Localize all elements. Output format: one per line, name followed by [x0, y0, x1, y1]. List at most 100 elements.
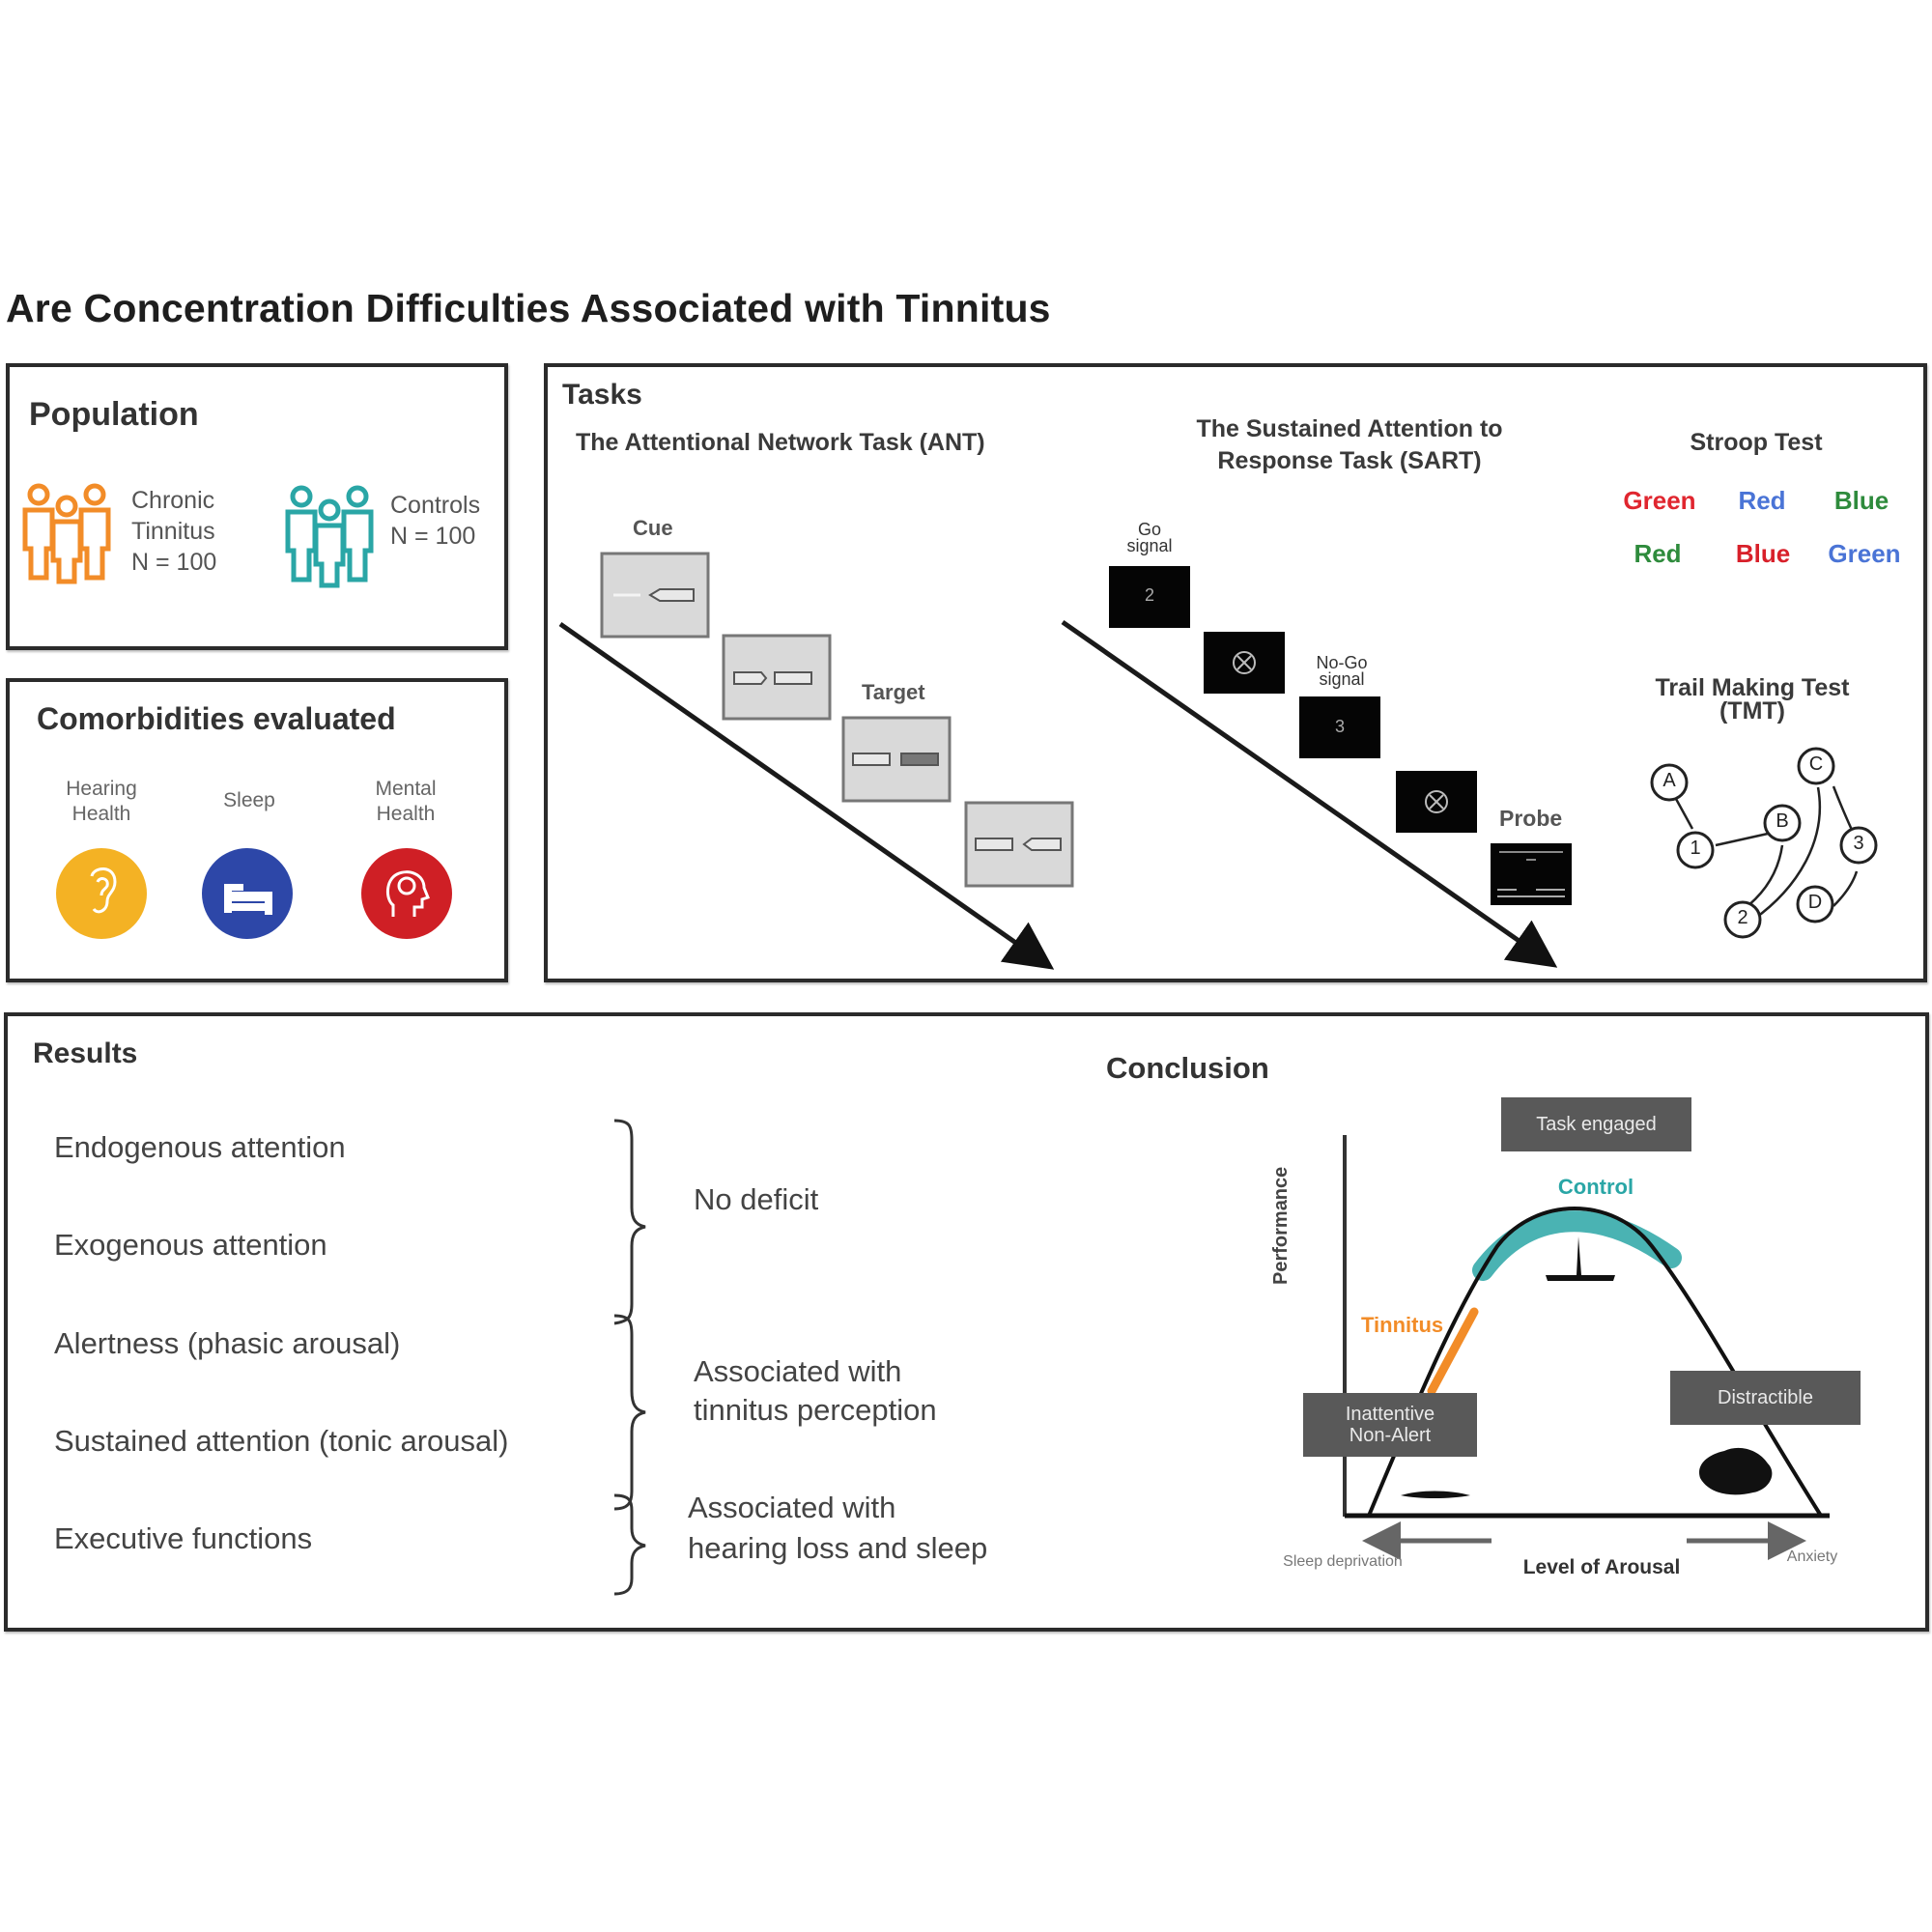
ant-screen-target [841, 716, 952, 803]
task-engaged-box: Task engaged [1501, 1097, 1691, 1151]
result-item: Sustained attention (tonic arousal) [54, 1424, 509, 1458]
sart-nogo-label: No-Go signal [1316, 653, 1368, 689]
result-group-line: Associated with [688, 1491, 896, 1524]
conclusion-heading: Conclusion [1106, 1051, 1269, 1085]
eeg-noise-icon [1699, 1447, 1773, 1495]
page-title: Are Concentration Difficulties Associate… [6, 286, 1051, 330]
people-group-icon [285, 485, 374, 588]
stroop-title: Stroop Test [1690, 429, 1823, 456]
tinnitus-segment [1427, 1307, 1479, 1396]
tmt-title-line1: Trail Making Test [1655, 674, 1850, 701]
stroop-word: Blue [1735, 539, 1791, 568]
inattentive-line: Non-Alert [1349, 1425, 1432, 1446]
eeg-flat-icon [1401, 1491, 1470, 1498]
tmt-node: A [1662, 770, 1676, 791]
x-axis-label: Level of Arousal [1522, 1556, 1681, 1578]
result-item: Endogenous attention [54, 1130, 346, 1164]
result-group-line: tinnitus perception [694, 1393, 937, 1427]
results-heading: Results [33, 1037, 138, 1069]
curly-brace-icon [613, 1119, 646, 1325]
comorbidity-label-line: Hearing [66, 778, 137, 800]
ear-icon [56, 848, 147, 939]
comorbidity-label-line: Health [376, 803, 436, 825]
inattentive-line: Inattentive [1345, 1404, 1435, 1425]
tmt-node: 1 [1690, 838, 1701, 859]
stroop-word: Red [1738, 486, 1786, 515]
ant-diagram [558, 552, 1074, 970]
comorbidity-label-line: Mental [375, 778, 437, 800]
ant-screen-fixation [722, 634, 832, 721]
tinnitus-group-line1: Chronic [131, 487, 215, 514]
result-item: Alertness (phasic arousal) [54, 1326, 401, 1360]
tmt-node-circles [1650, 747, 1878, 939]
curly-brace-icon [613, 1314, 646, 1511]
ant-timeline-arrow [558, 621, 1055, 970]
tmt-node: 3 [1853, 833, 1864, 854]
tmt-node: C [1808, 753, 1824, 775]
tasks-heading: Tasks [562, 379, 642, 411]
ant-target-label: Target [862, 680, 925, 704]
people-group-icon [22, 483, 111, 584]
population-panel [6, 363, 508, 650]
stroop-word: Green [1623, 486, 1696, 515]
comorbidity-label-mental: Mental Health [375, 777, 436, 827]
result-item: Exogenous attention [54, 1228, 327, 1262]
tmt-node: 2 [1737, 907, 1748, 928]
sart-screen-nogo [1299, 696, 1380, 758]
ant-screen-cue [600, 552, 710, 639]
sart-title-line1: The Sustained Attention to [1196, 415, 1503, 442]
tinnitus-group-count: N = 100 [131, 549, 217, 576]
control-band [1472, 1210, 1682, 1281]
tinnitus-group-line2: Tinnitus [131, 518, 215, 545]
result-group-no-deficit: No deficit [694, 1182, 819, 1216]
result-group-hearing-sleep: Associated with hearing loss and sleep [688, 1488, 987, 1569]
sart-nogo-label-line: signal [1319, 669, 1365, 689]
sart-nogo-digit: 3 [1334, 717, 1346, 736]
ant-title: The Attentional Network Task (ANT) [576, 429, 985, 456]
stroop-word: Red [1634, 539, 1682, 568]
right-arrow-label: Anxiety [1786, 1548, 1838, 1565]
distractible-box: Distractible [1670, 1371, 1861, 1425]
result-group-line: hearing loss and sleep [688, 1531, 988, 1565]
comorbidity-label-line: Sleep [223, 789, 275, 811]
tmt-node: B [1776, 810, 1789, 832]
ant-cue-label: Cue [633, 516, 673, 540]
result-braces [613, 1119, 646, 1596]
comorbidity-label-hearing: Hearing Health [66, 777, 137, 827]
tmt-title: Trail Making Test (TMT) [1655, 674, 1850, 724]
sart-go-digit: 2 [1144, 585, 1155, 605]
sart-timeline-arrow [1061, 619, 1558, 968]
bed-icon [202, 848, 293, 939]
controls-group-line1: Controls [390, 492, 481, 519]
sart-screen-probe [1491, 843, 1572, 905]
tmt-node: D [1807, 892, 1823, 913]
sart-probe-label: Probe [1499, 806, 1563, 831]
controls-group-label: Controls N = 100 [390, 490, 480, 552]
control-label: Control [1557, 1175, 1634, 1199]
eeg-peak-icon [1546, 1236, 1615, 1281]
inattentive-box: Inattentive Non-Alert [1303, 1393, 1477, 1457]
sart-go-label: Go signal [1126, 521, 1173, 555]
population-heading: Population [29, 396, 199, 433]
sart-nogo-label-line: No-Go [1316, 653, 1368, 672]
result-item: Executive functions [54, 1521, 313, 1555]
comorbidity-label-line: Health [71, 803, 131, 825]
ant-screen-response [964, 801, 1074, 888]
y-axis-label: Performance [1270, 1166, 1292, 1285]
sart-go-label-line: signal [1126, 536, 1173, 555]
sart-title-line2: Response Task (SART) [1217, 447, 1482, 474]
controls-group-count: N = 100 [390, 523, 476, 550]
result-group-tinnitus-perception: Associated with tinnitus perception [694, 1352, 937, 1430]
head-mind-icon [361, 848, 452, 939]
stroop-word: Blue [1833, 486, 1889, 515]
tinnitus-label: Tinnitus [1361, 1313, 1444, 1337]
tinnitus-group-label: Chronic Tinnitus N = 100 [131, 485, 216, 578]
left-arrow-label: Sleep deprivation [1283, 1553, 1403, 1570]
arousal-performance-curve [1343, 1135, 1830, 1560]
sart-diagram [1061, 566, 1572, 968]
tmt-diagram [1650, 747, 1878, 939]
result-group-line: Associated with [694, 1354, 902, 1388]
comorbidities-heading: Comorbidities evaluated [37, 701, 396, 736]
stroop-word: Green [1828, 539, 1901, 568]
sart-title: The Sustained Attention to Response Task… [1196, 413, 1502, 477]
